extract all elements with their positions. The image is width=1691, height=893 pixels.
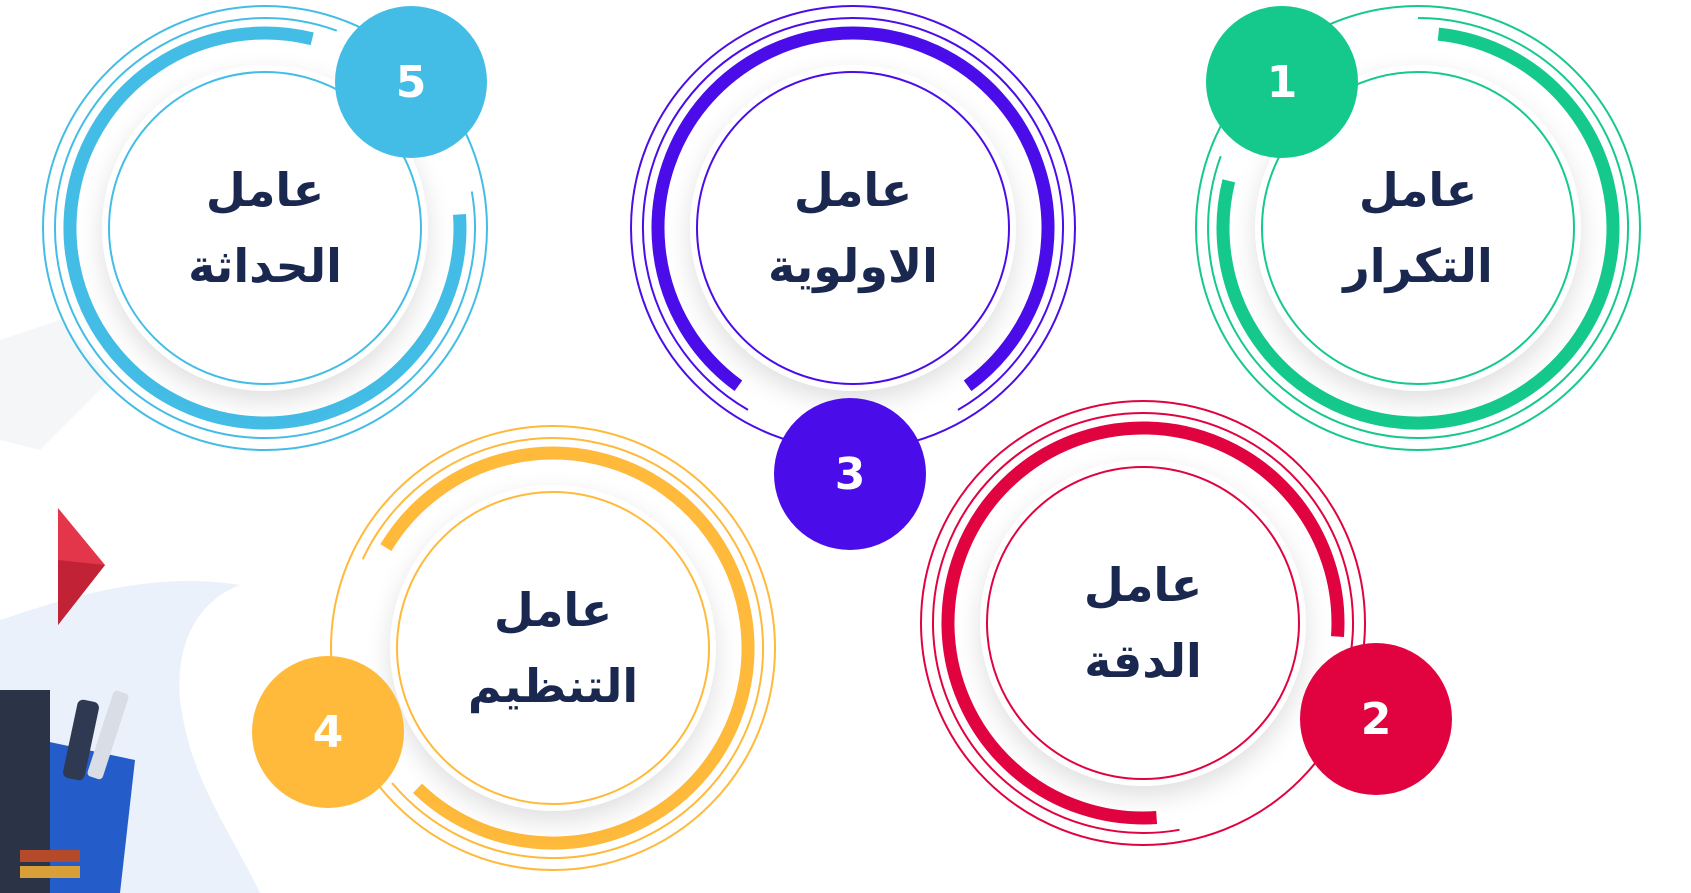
factor-2-circle: [980, 460, 1306, 786]
factor-5-number-badge: 5: [335, 6, 487, 158]
factor-4-line1: عامل: [493, 583, 613, 637]
factor-3-mid-thin-ring: [642, 17, 1064, 411]
factor-3-line1: عامل: [793, 163, 913, 217]
factor-4-line2: التنظيم: [467, 659, 639, 713]
factor-2-inner-ring: [986, 466, 1300, 780]
factor-3-number-badge: 3: [774, 398, 926, 550]
factor-2-line1: عامل: [1083, 558, 1203, 612]
factor-3-thick-ring: [651, 26, 1055, 392]
factor-1-line1: عامل: [1358, 163, 1478, 217]
factor-4-mid-thin-ring: [361, 437, 764, 860]
factor-4-inner-ring: [396, 491, 710, 805]
factor-1-label: عامل التكرار: [1278, 138, 1558, 318]
factor-1-inner-ring: [1261, 71, 1575, 385]
factor-5-mid-thin-ring: [54, 17, 477, 440]
factor-3-inner-ring: [696, 71, 1010, 385]
factor-4-thick-ring: [380, 446, 755, 850]
factor-2-label: عامل الدقة: [1003, 533, 1283, 713]
factor-2-thick-ring: [941, 421, 1345, 825]
factor-2-ring-group: [920, 400, 1366, 846]
factor-4-circle: [390, 485, 716, 811]
factor-4-ring-group: [330, 425, 776, 871]
factor-2-mid-thin-ring: [932, 412, 1354, 834]
factor-3-line2: الاولوية: [768, 239, 938, 293]
factor-5-inner-ring: [108, 71, 422, 385]
factor-2-line2: الدقة: [1084, 634, 1202, 688]
factor-5-thick-ring: [63, 26, 467, 430]
factor-4-outer-thin-ring: [330, 425, 776, 871]
factor-4-label: عامل التنظيم: [413, 558, 693, 738]
factor-5-ring-group: [42, 5, 488, 451]
factor-5-outer-thin-ring: [42, 5, 488, 451]
factor-5-line1: عامل: [205, 163, 325, 217]
factor-1-line2: التكرار: [1343, 239, 1493, 293]
factor-1-outer-thin-ring: [1195, 5, 1641, 451]
factor-2-number-badge: 2: [1300, 643, 1452, 795]
factor-2-outer-thin-ring: [920, 400, 1366, 846]
stationery-illustration: [0, 690, 135, 893]
play-triangle-icon: [58, 508, 105, 625]
factor-4-number-badge: 4: [252, 656, 404, 808]
factor-3-circle: [690, 65, 1016, 391]
factor-1-number-badge: 1: [1206, 6, 1358, 158]
factor-3-label: عامل الاولوية: [713, 138, 993, 318]
factor-1-mid-thin-ring: [1207, 17, 1629, 439]
factor-1-ring-group: [1195, 5, 1641, 451]
factor-5-label: عامل الحداثة: [125, 138, 405, 318]
factor-1-thick-ring: [1216, 27, 1620, 430]
factor-5-line2: الحداثة: [188, 239, 342, 293]
